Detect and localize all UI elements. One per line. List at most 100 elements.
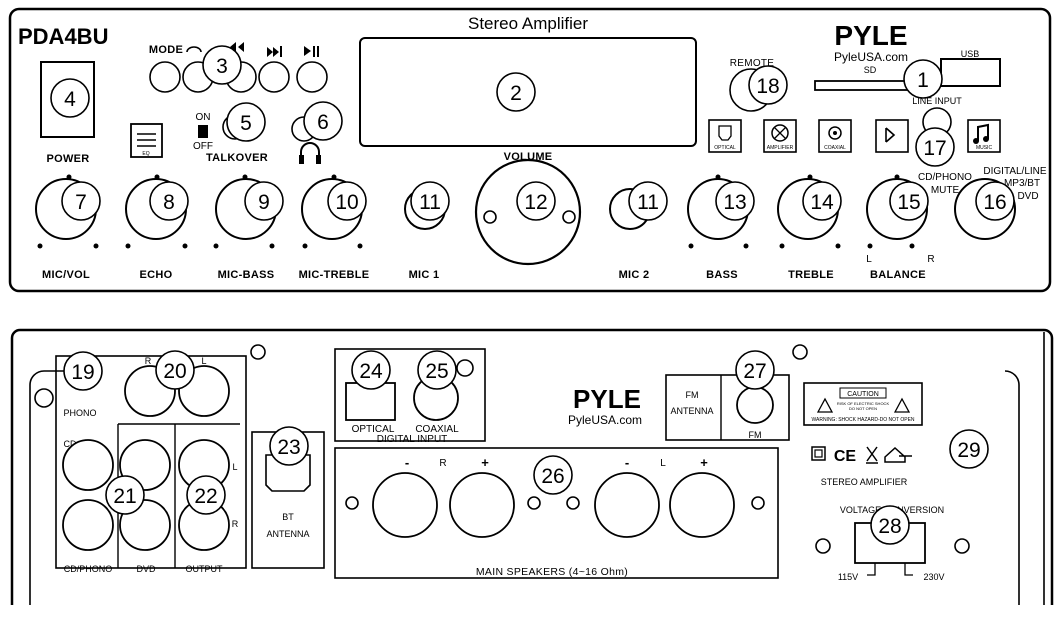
usb-label: USB <box>961 49 980 59</box>
cd-phono-rear-label: CD/PHONO <box>64 564 113 574</box>
coaxial-icon <box>828 126 842 140</box>
callout-5: 5 <box>226 102 266 142</box>
speaker-l-label: L <box>660 458 666 469</box>
mic-bass-label: MIC-BASS <box>218 269 275 281</box>
svg-text:11: 11 <box>419 191 441 214</box>
next-button[interactable] <box>258 61 290 93</box>
callout-9: 9 <box>244 181 284 221</box>
warning-triangle-icon <box>816 397 911 413</box>
bt-antenna-connector[interactable] <box>265 454 311 492</box>
speaker-r-positive-terminal[interactable] <box>449 472 515 538</box>
svg-text:16: 16 <box>983 191 1006 214</box>
speaker-r-negative-terminal[interactable] <box>372 472 438 538</box>
knob-scale-dots <box>37 174 915 249</box>
coaxial-icon-label: COAXIAL <box>824 145 846 151</box>
fm-antenna-jack[interactable] <box>736 386 774 424</box>
digital-input-panel <box>334 348 486 442</box>
callout-21: 21 <box>105 475 145 515</box>
mic-vol-label: MIC/VOL <box>42 269 90 281</box>
headphone-icon-right <box>316 155 321 164</box>
digital-input-label: DIGITAL INPUT <box>377 434 448 445</box>
speaker-panel-screw <box>345 496 359 510</box>
callout-14: 14 <box>802 181 842 221</box>
indoor-use-icon <box>884 446 912 463</box>
fm-antenna-panel <box>665 374 790 441</box>
mode-button[interactable] <box>149 61 181 93</box>
speaker-terminal-panel <box>334 447 779 579</box>
play-pause-button[interactable] <box>296 61 328 93</box>
front-brand-website: PyleUSA.com <box>834 50 908 64</box>
svg-text:18: 18 <box>756 75 779 98</box>
coaxial-indicator <box>818 119 852 153</box>
usb-port[interactable] <box>940 58 1001 87</box>
svg-text:6: 6 <box>317 111 329 134</box>
callout-26: 26 <box>533 455 573 495</box>
rear-screw <box>34 388 54 408</box>
svg-text:3: 3 <box>216 55 228 78</box>
callout-10: 10 <box>327 181 367 221</box>
bass-label: BASS <box>706 269 738 281</box>
callout-1: 1 <box>903 59 943 99</box>
callout-7: 7 <box>61 181 101 221</box>
speaker-l-positive-terminal[interactable] <box>669 472 735 538</box>
speaker-r-label: R <box>439 458 446 469</box>
callout-15: 15 <box>889 181 929 221</box>
cd-phono-l-jack[interactable] <box>62 439 114 491</box>
speaker-panel-screw <box>751 496 765 510</box>
main-speakers-label: MAIN SPEAKERS (4~16 Ohm) <box>476 566 628 578</box>
cd-phono-label: CD/PHONO <box>918 172 972 183</box>
dvd-rear-label: DVD <box>136 564 156 574</box>
svg-text:20: 20 <box>163 360 186 383</box>
caution-line2: DO NOT OPEN <box>849 406 877 411</box>
callout-4: 4 <box>50 78 90 118</box>
sd-label: SD <box>864 65 877 75</box>
remote-label: REMOTE <box>730 58 775 69</box>
bt-label: BT <box>282 512 294 522</box>
speaker-l-negative-terminal[interactable] <box>594 472 660 538</box>
treble-label: TREBLE <box>788 269 834 281</box>
rca-r-label: R <box>145 356 152 366</box>
svg-text:29: 29 <box>957 439 980 462</box>
output-l-label: L <box>232 462 237 472</box>
svg-text:25: 25 <box>425 360 448 383</box>
voltage-230-label: 230V <box>923 572 944 582</box>
echo-label: ECHO <box>140 269 173 281</box>
bt-antenna-label: ANTENNA <box>266 529 309 539</box>
output-rear-label: OUTPUT <box>186 564 224 574</box>
optical-icon-label: OPTICAL <box>714 145 736 151</box>
volume-label: VOLUME <box>504 151 553 163</box>
source-indicators: OPTICAL AMPLIFIER COAXIAL MUSIC <box>708 119 1001 153</box>
svg-text:19: 19 <box>71 361 94 384</box>
svg-text:11: 11 <box>637 191 659 214</box>
repeat-icon <box>186 46 202 53</box>
rear-panel-inner <box>29 332 1045 605</box>
speaker-panel-screw <box>527 496 541 510</box>
talkover-switch[interactable] <box>198 125 208 138</box>
svg-text:5: 5 <box>240 112 252 135</box>
play-pause-icon <box>304 46 319 57</box>
speaker-l-minus: - <box>625 455 629 470</box>
rear-screw <box>792 344 808 360</box>
svg-text:27: 27 <box>743 360 766 383</box>
voltage-screw-right <box>954 538 970 554</box>
optical-rear-label: OPTICAL <box>352 424 395 435</box>
svg-text:9: 9 <box>258 191 270 214</box>
cd-label: CD <box>64 439 77 449</box>
digital-line-label: DIGITAL/LINE <box>983 166 1046 177</box>
svg-text:24: 24 <box>359 360 383 383</box>
svg-text:10: 10 <box>335 191 358 214</box>
amplifier-icon-label: AMPLIFIER <box>767 145 794 151</box>
callout-6: 6 <box>303 101 343 141</box>
output-r-label: R <box>232 519 239 529</box>
fm-antenna-top-label: FM <box>686 390 699 400</box>
optical-indicator <box>708 119 742 153</box>
svg-text:7: 7 <box>75 191 87 214</box>
phono-label: PHONO <box>63 408 96 418</box>
cd-phono-r-jack[interactable] <box>62 499 114 551</box>
balance-left-label: L <box>866 254 872 265</box>
speaker-r-plus: + <box>481 455 489 470</box>
front-title: Stereo Amplifier <box>468 14 588 33</box>
callout-29: 29 <box>949 429 989 469</box>
volume-screw-right <box>562 210 576 224</box>
